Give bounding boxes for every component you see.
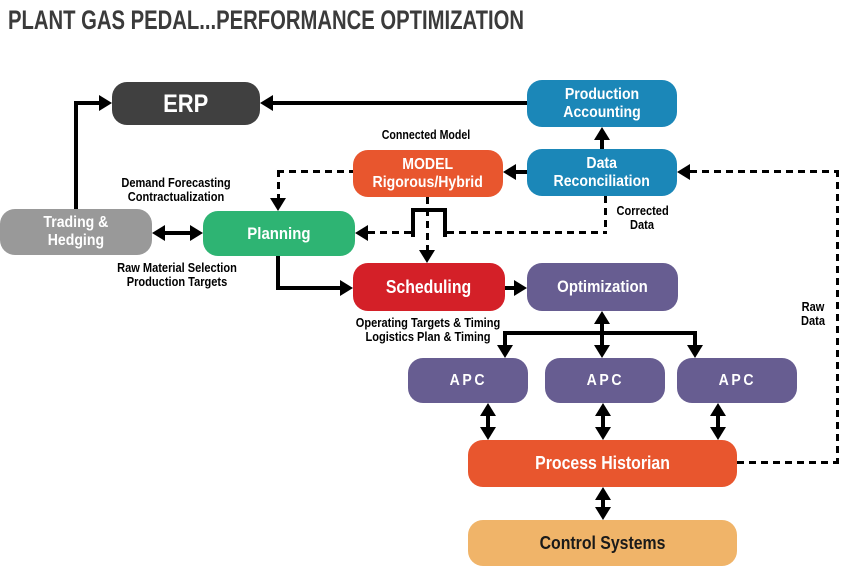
node-apc-left-label: APC xyxy=(449,371,487,389)
line-segment xyxy=(74,101,100,105)
line-segment xyxy=(600,323,604,346)
arrowhead xyxy=(594,127,610,140)
arrowhead xyxy=(595,427,611,440)
node-control-systems-label: Control Systems xyxy=(539,532,666,553)
arrowhead xyxy=(340,280,353,296)
node-optimization-label: Optimization xyxy=(557,277,648,297)
node-scheduling-label: Scheduling xyxy=(386,276,472,297)
node-apc-middle: APC xyxy=(545,358,665,403)
node-model-label: MODEL Rigorous/Hybrid xyxy=(372,155,484,191)
node-apc-right: APC xyxy=(677,358,797,403)
dashed-line-segment xyxy=(368,231,411,234)
node-data-reconciliation-label: Data Reconciliation xyxy=(553,154,651,190)
node-process-historian-label: Process Historian xyxy=(535,453,670,474)
arrowhead xyxy=(594,311,610,324)
dashed-line-segment xyxy=(447,231,607,234)
arrowhead xyxy=(152,225,165,241)
node-apc-right-label: APC xyxy=(718,371,756,389)
arrowhead xyxy=(595,487,611,500)
line-segment xyxy=(272,101,527,105)
node-model: MODEL Rigorous/Hybrid xyxy=(353,150,503,197)
node-apc-middle-label: APC xyxy=(586,371,624,389)
arrowhead xyxy=(480,427,496,440)
node-data-reconciliation: Data Reconciliation xyxy=(527,149,677,196)
arrowhead xyxy=(355,225,368,241)
arrowhead xyxy=(503,164,516,180)
dashed-line-segment xyxy=(737,461,838,464)
dashed-line-segment xyxy=(836,170,839,464)
arrowhead xyxy=(710,427,726,440)
arrowhead xyxy=(594,345,610,358)
node-control-systems: Control Systems xyxy=(468,520,737,566)
arrowhead xyxy=(99,95,112,111)
label-operating-targets: Operating Targets & Timing Logistics Pla… xyxy=(355,315,501,345)
label-connected-model: Connected Model xyxy=(381,128,471,142)
line-segment xyxy=(503,331,507,346)
node-planning: Planning xyxy=(203,211,355,256)
bridge-hop xyxy=(411,208,447,212)
arrowhead xyxy=(595,507,611,520)
node-scheduling: Scheduling xyxy=(353,263,505,311)
arrowhead xyxy=(710,403,726,416)
label-raw-data: Raw Data xyxy=(801,299,825,329)
bridge-hop xyxy=(411,210,415,237)
arrowhead xyxy=(270,198,286,211)
line-segment xyxy=(74,103,78,209)
label-demand-forecasting: Demand Forecasting Contractualization xyxy=(121,175,231,205)
arrowhead xyxy=(677,164,690,180)
line-segment xyxy=(486,415,490,428)
arrowhead xyxy=(497,345,513,358)
line-segment xyxy=(163,231,192,235)
node-optimization: Optimization xyxy=(527,263,678,311)
dashed-line-segment xyxy=(426,197,429,250)
arrowhead xyxy=(595,403,611,416)
line-segment xyxy=(600,138,604,149)
arrowhead xyxy=(687,345,703,358)
dashed-line-segment xyxy=(604,196,607,234)
node-production-accounting: Production Accounting xyxy=(527,80,677,127)
line-segment xyxy=(716,415,720,428)
dashed-line-segment xyxy=(690,170,838,173)
arrowhead xyxy=(514,280,527,296)
line-segment xyxy=(505,286,515,290)
bridge-hop xyxy=(443,210,447,237)
node-production-accounting-label: Production Accounting xyxy=(563,85,641,121)
dashed-line-segment xyxy=(277,170,280,198)
label-corrected-data: Corrected Data xyxy=(616,203,669,233)
label-raw-material-selection: Raw Material Selection Production Target… xyxy=(117,260,237,290)
node-trading-hedging-label: Trading & Hedging xyxy=(43,214,109,249)
line-segment xyxy=(276,256,280,290)
line-segment xyxy=(515,170,527,174)
node-planning-label: Planning xyxy=(247,223,311,243)
dashed-line-segment xyxy=(277,170,353,173)
page-title: PLANT GAS PEDAL...PERFORMANCE OPTIMIZATI… xyxy=(8,5,524,35)
arrowhead xyxy=(190,225,203,241)
line-segment xyxy=(601,499,605,508)
line-segment xyxy=(601,415,605,428)
arrowhead xyxy=(260,95,273,111)
node-apc-left: APC xyxy=(408,358,528,403)
node-erp-label: ERP xyxy=(163,89,209,118)
node-erp: ERP xyxy=(112,82,260,125)
arrowhead xyxy=(419,250,435,263)
arrowhead xyxy=(480,403,496,416)
node-trading-hedging: Trading & Hedging xyxy=(0,209,152,255)
node-process-historian: Process Historian xyxy=(468,440,737,487)
line-segment xyxy=(693,331,697,346)
line-segment xyxy=(276,286,341,290)
